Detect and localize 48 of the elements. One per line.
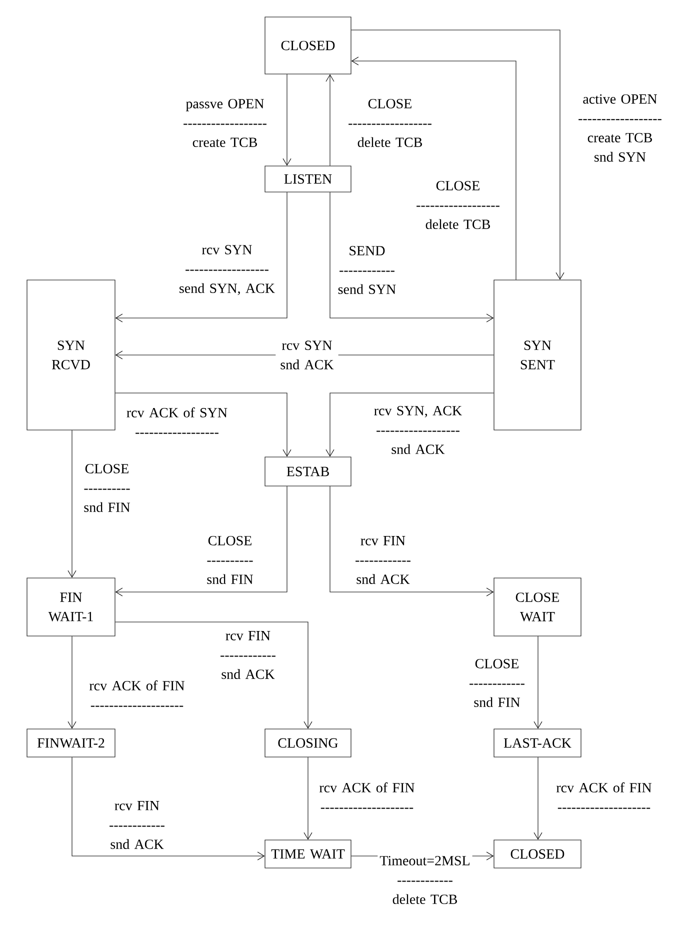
edge-label: active OPEN ------------------ create TCB snd SYN	[574, 92, 666, 164]
edge-label: rcv SYN, ACK ------------------ snd ACK	[370, 404, 466, 456]
arrow	[68, 636, 76, 729]
edge-label: rcv ACK of FIN --------------------	[550, 781, 658, 813]
arrow	[326, 74, 334, 166]
arrow	[534, 757, 542, 840]
edge-label: CLOSE ------------ snd FIN	[464, 658, 530, 708]
arrow	[304, 757, 312, 840]
edge-label: rcv ACK of FIN --------------------	[314, 781, 420, 813]
edge-label: rcv ACK of FIN --------------------	[84, 679, 190, 711]
arrow	[115, 192, 288, 322]
state-box: LISTEN	[264, 166, 352, 192]
edge-label: CLOSE ------------------ delete TCB	[344, 98, 436, 148]
arrow	[282, 74, 292, 166]
arrow	[72, 757, 265, 860]
edge-label: rcv SYN snd ACK	[276, 339, 338, 371]
state-box: LAST-ACK	[494, 728, 582, 758]
state-box: SYN RCVD	[26, 280, 116, 430]
arrow	[68, 430, 76, 578]
edge-label: rcv FIN ------------ snd ACK	[104, 800, 170, 850]
arrow	[115, 486, 288, 596]
edge-label: rcv FIN ------------ snd ACK	[350, 534, 416, 586]
state-box: CLOSE WAIT	[494, 578, 582, 636]
edge-label: CLOSE ------------------ delete TCB	[412, 180, 504, 230]
edge-label: rcv SYN ------------------ send SYN, ACK	[176, 244, 278, 296]
arrow	[115, 622, 312, 729]
edge-label: passve OPEN ------------------ create TCB	[178, 98, 272, 148]
state-box: CLOSING	[264, 728, 352, 758]
state-box: TIME WAIT	[264, 840, 352, 868]
arrow	[115, 392, 292, 457]
state-box: CLOSED	[264, 16, 352, 74]
arrow	[326, 392, 494, 457]
edge-label: CLOSE ---------- snd FIN	[201, 534, 259, 586]
arrow	[351, 30, 564, 280]
arrow	[351, 56, 516, 280]
state-box: FIN WAIT-1	[26, 578, 116, 636]
state-box: CLOSED	[494, 840, 582, 868]
edge-label: rcv ACK of SYN ------------------	[124, 406, 230, 438]
edge-label: SEND ------------ send SYN	[332, 244, 402, 296]
arrow	[330, 192, 494, 322]
state-box: ESTAB	[264, 456, 352, 486]
state-box: FINWAIT-2	[26, 728, 116, 758]
edge-label: Timeout=2MSL ------------ delete TCB	[378, 854, 472, 906]
state-box: SYN SENT	[494, 280, 582, 430]
edge-label: CLOSE ---------- snd FIN	[78, 462, 136, 514]
arrow	[534, 636, 542, 729]
edge-label: rcv FIN ------------ snd ACK	[216, 630, 280, 680]
arrow	[330, 486, 494, 596]
